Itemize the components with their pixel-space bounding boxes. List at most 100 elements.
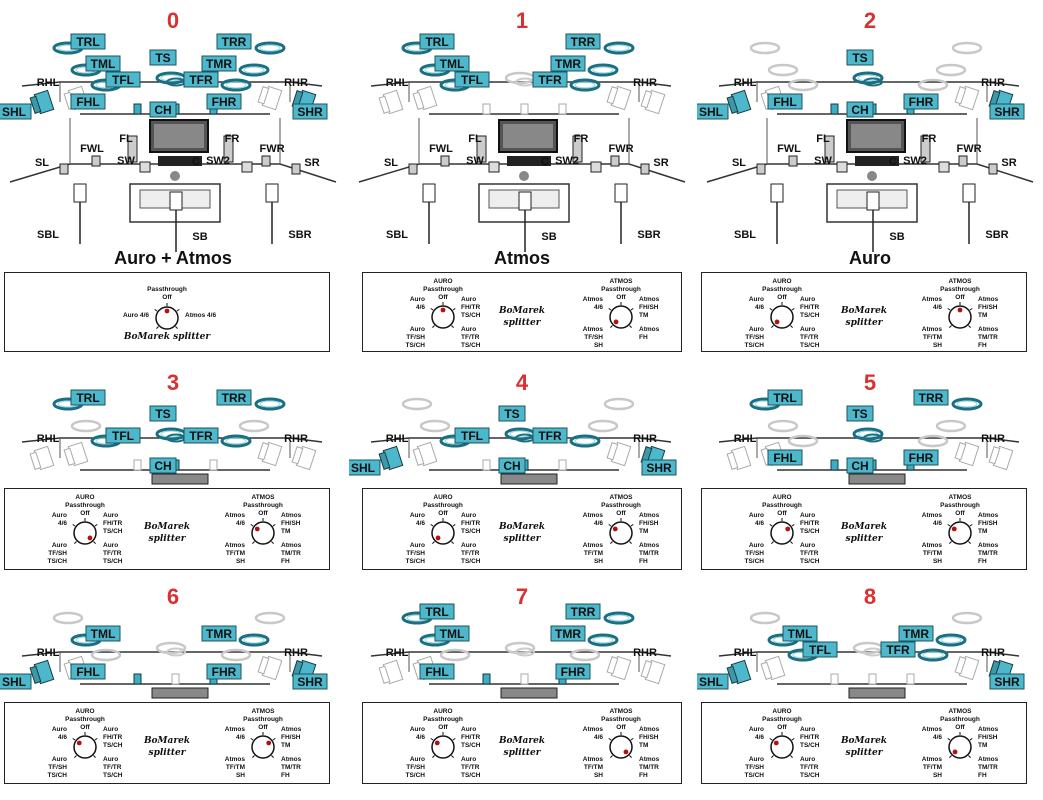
- speaker-tag-label: TMR: [555, 627, 581, 641]
- selector-option-tl: Atmos: [583, 726, 604, 733]
- selector-option-tr-line: FH/SH: [978, 734, 998, 741]
- selector-option-tl-line: 4/6: [755, 304, 764, 311]
- knob-indicator: [612, 526, 618, 532]
- speaker-tag-label: SHR: [646, 461, 672, 475]
- selector-option-bl: Atmos: [225, 542, 246, 549]
- ceiling-speaker-ring: [587, 633, 619, 647]
- selector-option-br: Auro: [800, 542, 815, 549]
- splitter-legend: AUROPassthroughOffAuro4/6AuroFH/TRTS/CHA…: [406, 278, 660, 349]
- selector-option-bl-line: SH: [594, 558, 603, 565]
- selector-knob[interactable]: [251, 521, 275, 545]
- tv-screen: [851, 124, 901, 148]
- selector-option-bl-line: SH: [236, 772, 245, 779]
- rhr-label: RHR: [633, 433, 657, 445]
- sbl-speaker: [73, 183, 87, 203]
- selector-knob[interactable]: [609, 735, 633, 759]
- selector-option-bl: Auro: [749, 542, 764, 549]
- speaker-tag-label: TRL: [76, 391, 99, 405]
- ch-speaker: [171, 673, 180, 685]
- selector-option-bl-line: TS/CH: [745, 772, 765, 779]
- selector-knob[interactable]: [609, 521, 633, 545]
- tv-top: [151, 473, 209, 485]
- fhl-speaker: [482, 103, 491, 115]
- selector-option-tr: Atmos: [978, 512, 999, 519]
- height-speaker: [378, 659, 404, 685]
- selector-option-br-line: FH: [639, 772, 648, 779]
- selector-title: AURO: [772, 494, 791, 501]
- speaker-tag-ch: CH: [149, 101, 177, 118]
- speaker-tag-tfl: TFL: [802, 641, 838, 658]
- sl-speaker: [408, 163, 418, 175]
- speaker-tag-tfr: TFR: [532, 427, 568, 444]
- selector-knob[interactable]: [948, 521, 972, 545]
- selector-option-tr-line: TM: [281, 528, 290, 535]
- speaker-tag-label: TML: [440, 627, 465, 641]
- speaker-tag-tmr: TMR: [898, 625, 934, 642]
- selector-option-tr-line: FH/SH: [639, 734, 659, 741]
- selector-passthrough: Passthrough: [940, 286, 980, 293]
- selector-passthrough: Passthrough: [423, 716, 463, 723]
- sbr-speaker: [962, 183, 976, 203]
- selector-knob[interactable]: [770, 305, 794, 329]
- panel-number: 2: [863, 8, 877, 33]
- speaker-tag-label: TML: [91, 57, 116, 71]
- selector-passthrough: Passthrough: [940, 502, 980, 509]
- selector-option-tr-line: TS/CH: [103, 528, 123, 535]
- ceiling-speaker-ring: [767, 63, 799, 77]
- ceiling-speaker-ring: [70, 419, 102, 433]
- sw2-label: SW2: [555, 155, 579, 167]
- selector-knob[interactable]: [948, 735, 972, 759]
- splitter-legend: AUROPassthroughOffAuro4/6AuroFH/TRTS/CHA…: [745, 494, 999, 565]
- selector-option-tr-line: TM: [978, 742, 987, 749]
- selector-knob[interactable]: [948, 305, 972, 329]
- selector-knob[interactable]: [609, 305, 633, 329]
- knob-indicator: [87, 535, 93, 541]
- selector-option-br-line: TM/TR: [281, 550, 301, 557]
- fwr-label: FWR: [259, 143, 284, 155]
- selector-option-tl: Auro: [410, 726, 425, 733]
- selector-title: AURO: [772, 278, 791, 285]
- selector-passthrough: Passthrough: [762, 716, 802, 723]
- selector-knob[interactable]: [73, 521, 97, 545]
- listener-head: [519, 171, 529, 181]
- selector-option-tr-line: FH/TR: [103, 734, 122, 741]
- selector-option-tl: Atmos: [922, 512, 943, 519]
- selector-passthrough: Passthrough: [423, 502, 463, 509]
- selector-group-auro: AUROPassthroughOffAuro4/6AuroFH/TRTS/CHA…: [48, 708, 123, 779]
- fhl-speaker: [133, 103, 142, 115]
- selector-knob[interactable]: [431, 521, 455, 545]
- selector-knob[interactable]: [251, 735, 275, 759]
- selector-knob[interactable]: [73, 735, 97, 759]
- rhr-label: RHR: [981, 433, 1005, 445]
- speaker-tag-trr: TRR: [565, 603, 601, 620]
- selector-option-tr-line: TM: [281, 742, 290, 749]
- rhl-label: RHL: [37, 647, 60, 659]
- selector-knob[interactable]: [431, 305, 455, 329]
- brand-logo-bottom: splitter: [846, 534, 884, 544]
- selector-option-tr-line: TM: [978, 528, 987, 535]
- selector-option-tr-line: FH/TR: [800, 304, 819, 311]
- ceiling-speaker-ring: [254, 397, 286, 411]
- selector-option-tl-line: 4/6: [236, 520, 245, 527]
- ceiling-speaker-ring: [254, 41, 286, 55]
- selector-knob[interactable]: [431, 735, 455, 759]
- selector-option-tl-line: 4/6: [755, 734, 764, 741]
- selector-knob[interactable]: [770, 735, 794, 759]
- selector-option-bl-line: TF/SH: [584, 334, 603, 341]
- selector-option-tl-line: 4/6: [58, 734, 67, 741]
- selector-option-bl-line: TF/SH: [745, 334, 764, 341]
- selector-option-br: Auro: [461, 542, 476, 549]
- ceiling-speaker-ring: [587, 63, 619, 77]
- selector-knob[interactable]: [155, 306, 179, 330]
- speaker-tag-shr: SHR: [292, 103, 328, 120]
- selector-option-br: Auro: [800, 756, 815, 763]
- selector-option-tr-line: FH/TR: [800, 520, 819, 527]
- brand-logo: BoMarek splitter: [123, 332, 211, 342]
- speaker-tag-tml: TML: [434, 55, 470, 72]
- center-speaker: [855, 156, 899, 166]
- selector-knob[interactable]: [770, 521, 794, 545]
- selector-option-tr-line: TS/CH: [103, 742, 123, 749]
- speaker-tag-tfl: TFL: [105, 427, 141, 444]
